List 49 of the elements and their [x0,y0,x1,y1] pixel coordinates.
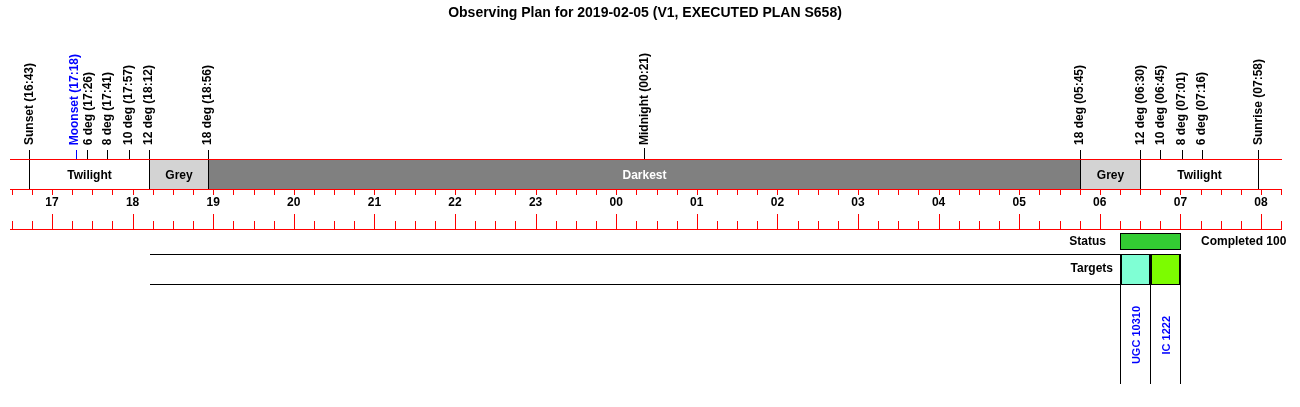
event-time-label: 10 deg (06:45) [1153,64,1167,145]
event-time-label: 8 deg (17:41) [100,71,114,145]
hour-label: 06 [1093,195,1107,209]
period-label: Grey [1096,167,1125,182]
hour-label: 05 [1012,195,1026,209]
hour-label: 01 [690,195,704,209]
hour-label: 04 [931,195,946,209]
event-time-label: Moonset (17:18) [67,53,81,145]
event-time-label: 6 deg (07:16) [1195,71,1209,145]
hour-label: 18 [125,195,140,209]
event-time-label: 18 deg (18:56) [201,64,215,145]
hour-label: 19 [206,195,220,209]
plan-title: Observing Plan for 2019-02-05 (V1, EXECUTED PLAN S658) [448,4,842,21]
event-time-label: 12 deg (18:12) [142,64,156,145]
status-bar [1120,233,1181,250]
target-name: IC 1222 [1159,315,1172,355]
period-label: Twilight [1177,167,1222,182]
hour-label: 21 [367,195,382,209]
target-column [1120,254,1151,384]
event-time-label: 8 deg (07:01) [1175,71,1189,145]
hour-label: 22 [448,195,462,209]
event-time-label: 12 deg (06:30) [1133,64,1147,145]
event-time-label: Sunrise (07:58) [1251,58,1265,145]
event-time-label: 10 deg (17:57) [122,64,136,145]
row-label: Status [1069,234,1106,248]
row-label: Targets [1070,261,1113,275]
event-time-label: 6 deg (17:26) [82,71,96,145]
hour-label: 03 [851,195,865,209]
period-label: Grey [165,167,193,182]
event-time-label: Midnight (00:21) [637,53,651,145]
period-band [208,160,1081,189]
hour-label: 23 [528,195,543,209]
period-label: Twilight [67,167,112,182]
status-text: Completed 100 [1201,234,1287,248]
hour-label: 00 [609,195,623,209]
event-time-label: 18 deg (05:45) [1073,64,1087,145]
hour-label: 07 [1173,195,1188,209]
hour-label: 17 [45,195,59,209]
period-band [1080,160,1141,189]
period-label: Darkest [622,167,667,182]
target-color-block [1151,254,1180,285]
hour-label: 20 [287,195,301,209]
period-band [149,160,209,189]
hour-label: 02 [770,195,785,209]
target-name: UGC 10310 [1129,305,1142,365]
target-column [1150,254,1181,384]
target-color-block [1121,254,1150,285]
event-time-label: Sunset (16:43) [22,62,36,145]
hour-label: 08 [1254,195,1268,209]
